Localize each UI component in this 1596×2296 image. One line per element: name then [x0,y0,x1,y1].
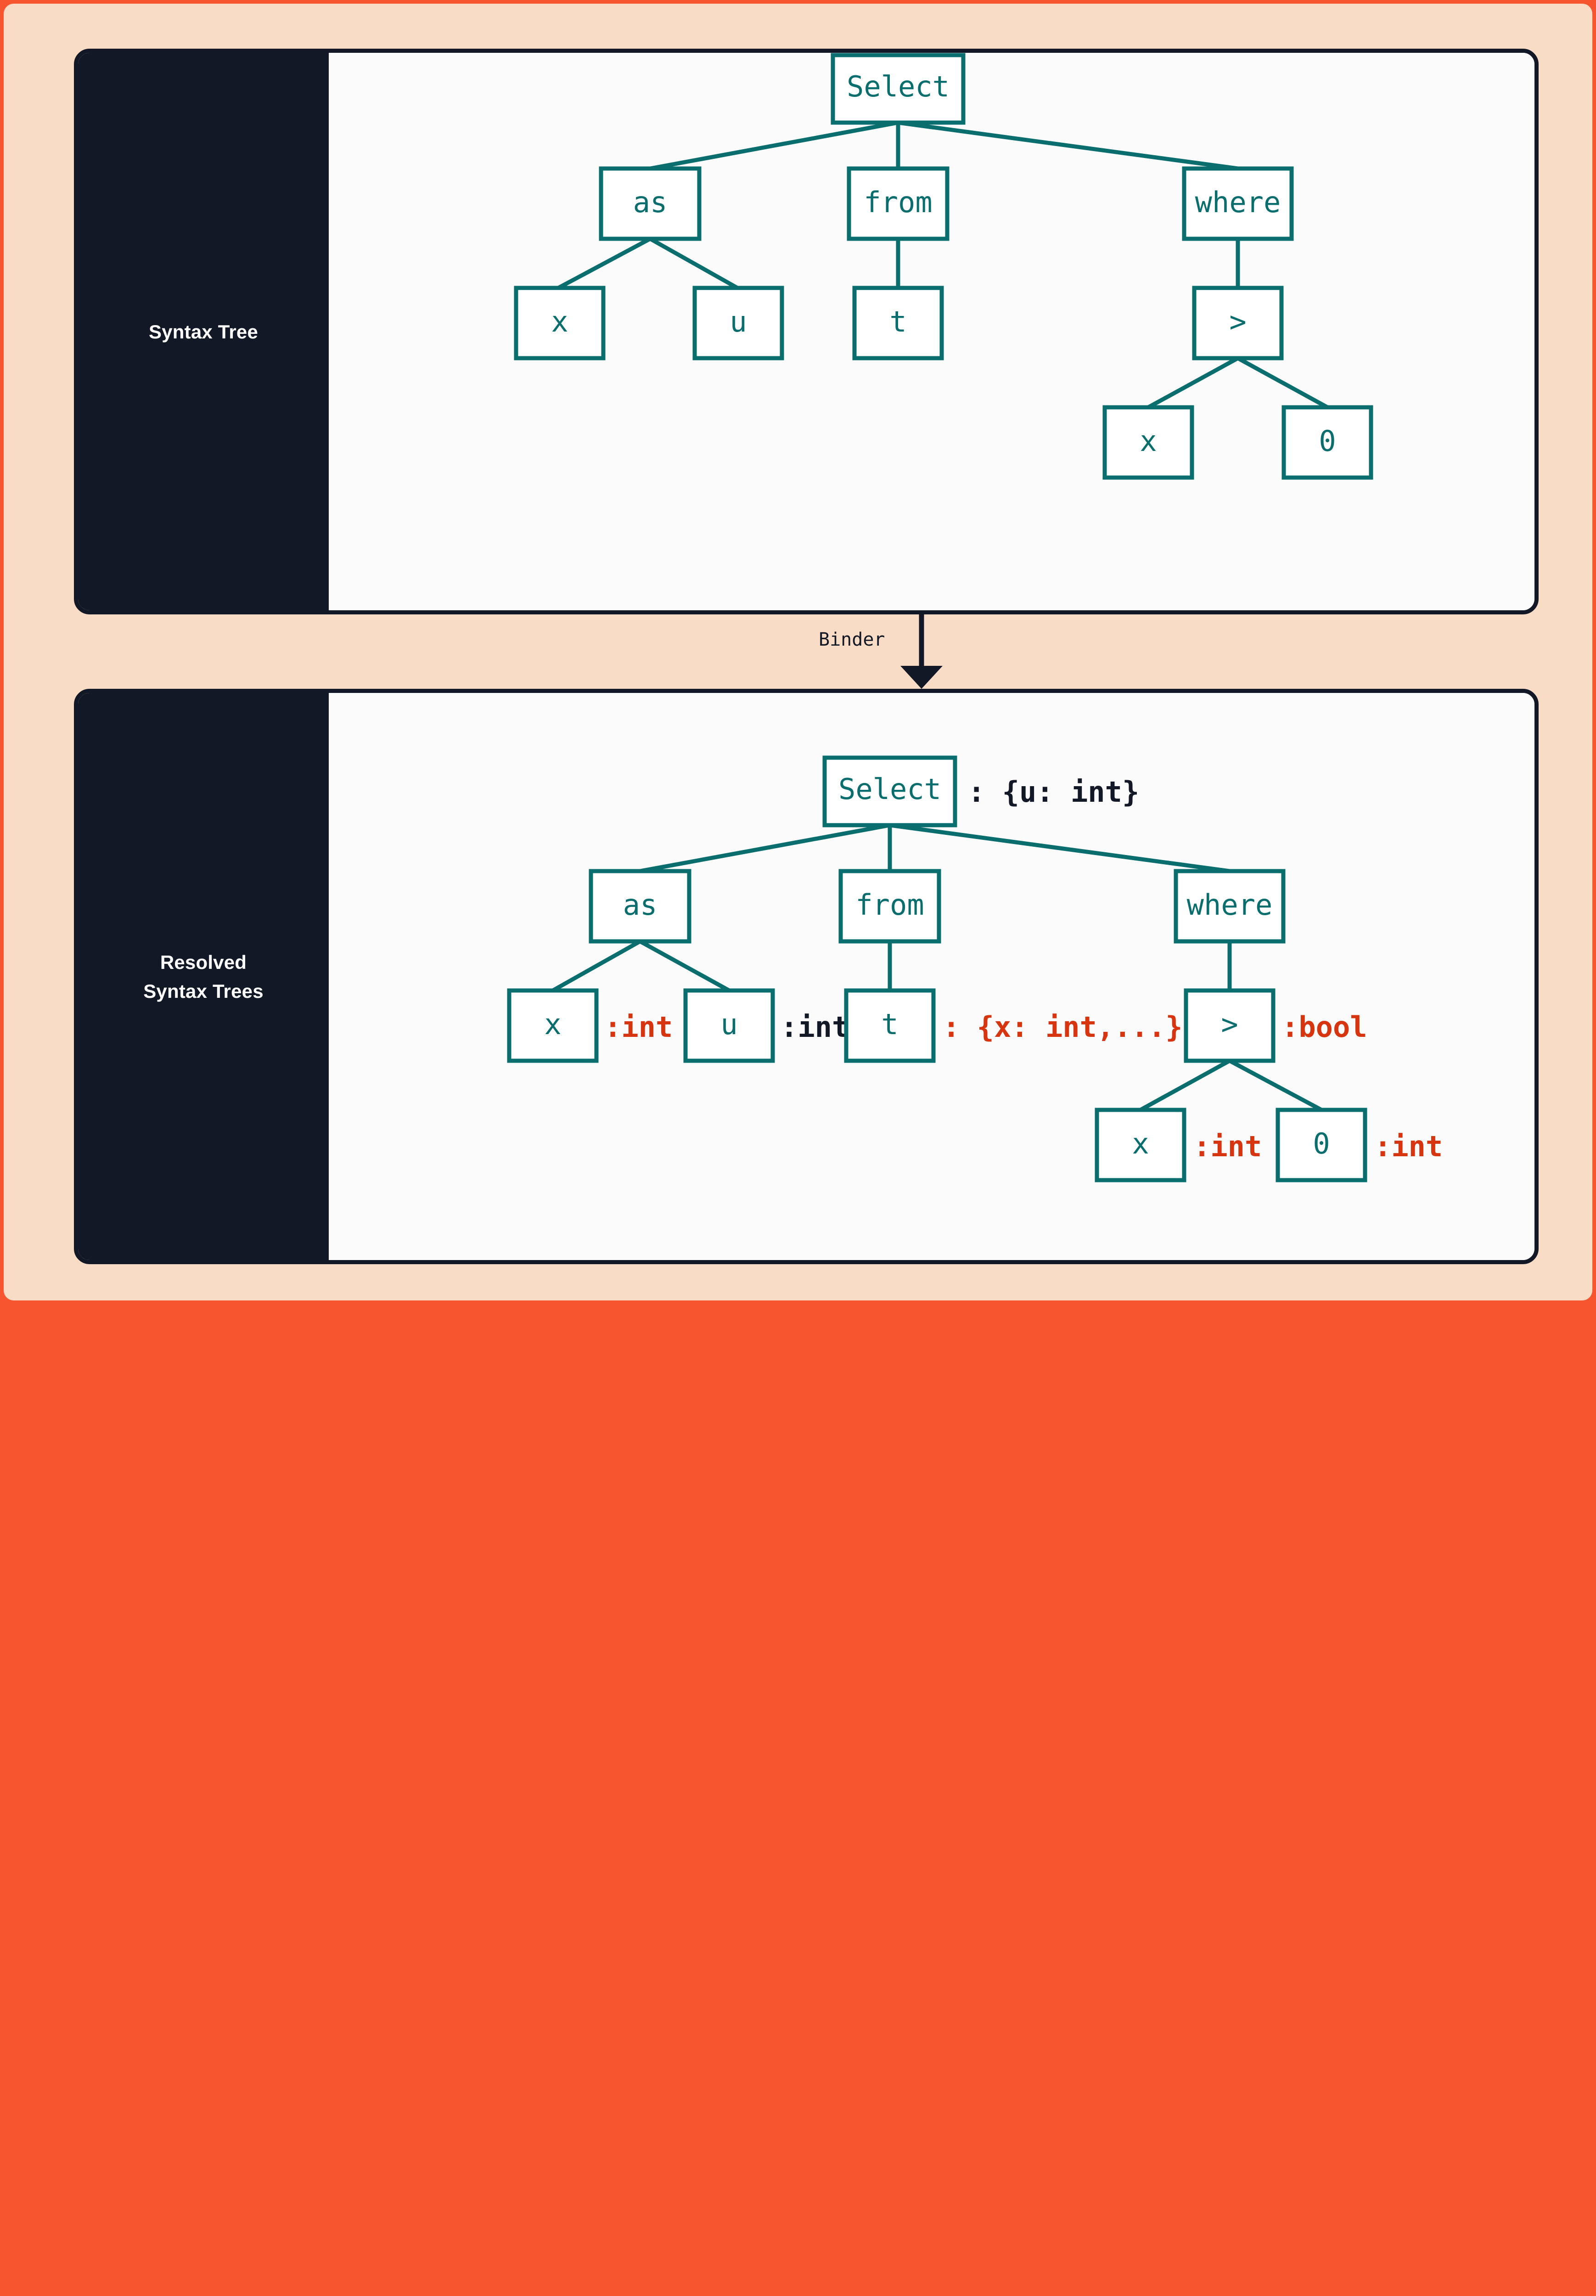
node-t-label: t [889,305,906,338]
node-where-box[interactable] [1182,166,1294,241]
binder-label: Binder [819,629,885,650]
rnode-x-left-annotation: :int [604,1010,673,1044]
panel-resolved-syntax-trees: Resolved Syntax Trees [74,689,1539,1264]
node-where-label: where [1195,186,1281,219]
rnode-x-left-box[interactable] [507,988,599,1063]
node-gt-box[interactable] [1192,286,1284,360]
node-gt-label: > [1229,305,1246,338]
node-x-right-label: x [1140,424,1157,458]
rnode-gt-annotation: :bool [1281,1010,1367,1044]
tree-area-syntax-tree: Select as from where x [329,53,1534,610]
rnode-from-label: from [855,888,924,922]
binder-arrow-svg [900,614,943,689]
node-zero-box[interactable] [1281,405,1373,480]
tree-area-resolved-syntax-trees: Select : {u: int} as from where [329,693,1534,1260]
node-as-label: as [633,186,668,219]
rnode-u-box[interactable] [683,988,775,1063]
node-x-left-box[interactable] [514,286,606,360]
rnode-zero-label: 0 [1313,1127,1330,1160]
binder-arrow-head [900,666,943,689]
sidebar-syntax-tree: Syntax Tree [78,53,329,610]
rnode-select-annotation: : {u: int} [968,775,1139,809]
node-as-box[interactable] [599,166,702,241]
poster-canvas: Syntax Tree [4,4,1592,1300]
rnode-select-box[interactable] [822,755,957,827]
rnode-select-label: Select [838,772,941,806]
resolved-tree-svg: Select : {u: int} as from where [507,755,1443,1182]
poster-frame: Syntax Tree [0,4,1596,1385]
rnode-x-left-label: x [544,1007,561,1041]
rnode-as-box[interactable] [589,869,691,944]
rnode-zero-box[interactable] [1276,1108,1367,1182]
rnode-x-right-label: x [1132,1127,1149,1160]
node-u-label: u [730,305,747,338]
node-x-left-label: x [551,305,568,338]
sidebar-resolved-syntax-trees: Resolved Syntax Trees [78,693,329,1260]
node-from-box[interactable] [847,166,950,241]
node-zero-label: 0 [1319,424,1336,458]
panel-syntax-tree: Syntax Tree [74,49,1539,614]
rnode-gt-label: > [1221,1007,1238,1041]
node-select-label: Select [847,70,950,103]
resolved-tree-nodes: Select : {u: int} as from where [507,755,1443,1182]
resolved-tree-edges [551,823,1323,1112]
binder-transition [74,614,1539,689]
sidebar-label-resolved-syntax-trees: Resolved Syntax Trees [143,951,264,1002]
rnode-x-right-annotation: :int [1193,1130,1262,1163]
rnode-t-annotation: : {x: int,...} [943,1010,1183,1044]
rnode-where-box[interactable] [1174,869,1286,944]
rnode-u-label: u [720,1007,737,1041]
rnode-x-right-box[interactable] [1095,1108,1186,1182]
rnode-u-annotation: :int [781,1010,849,1044]
rnode-t-label: t [881,1007,898,1041]
rnode-t-box[interactable] [844,988,936,1063]
node-x-right-box[interactable] [1102,405,1194,480]
rnode-zero-annotation: :int [1374,1130,1443,1163]
sidebar-label-syntax-tree: Syntax Tree [149,321,258,343]
rnode-gt-box[interactable] [1184,988,1276,1063]
rnode-as-label: as [623,888,658,922]
footer-bar: Binders Resolve Names and Check Types [0,1300,1596,1385]
node-u-box[interactable] [692,286,784,360]
node-from-label: from [864,186,932,219]
rnode-from-box[interactable] [838,869,941,944]
rnode-where-label: where [1187,888,1273,922]
syntax-tree-edges [557,120,1329,409]
node-select-box[interactable] [831,53,966,125]
node-t-box[interactable] [852,286,944,360]
syntax-tree-nodes: Select as from where x [514,53,1373,480]
syntax-tree-svg: Select as from where x [514,53,1373,480]
